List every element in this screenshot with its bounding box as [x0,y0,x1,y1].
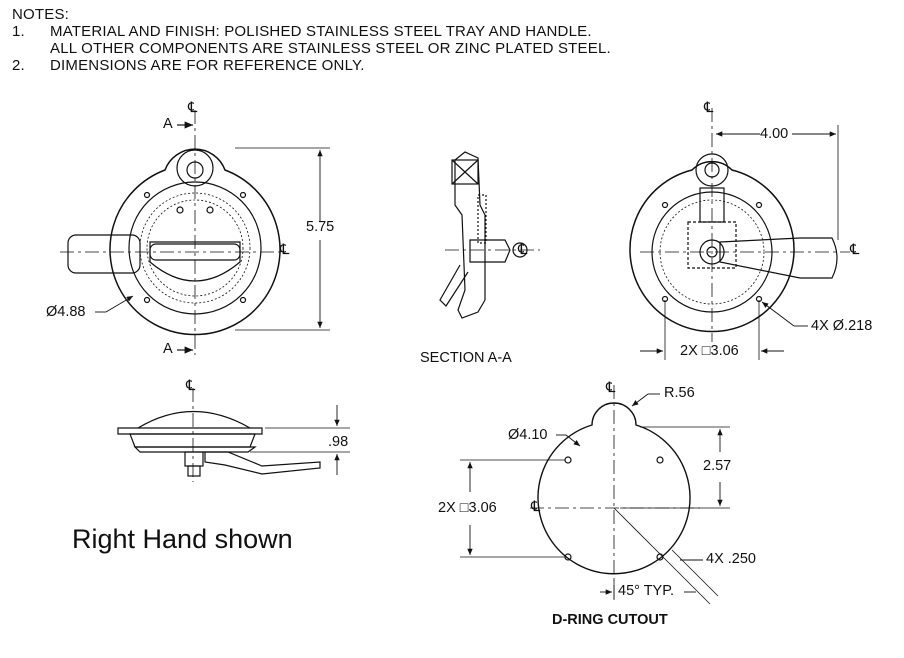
section-marker-top: A [163,116,173,132]
section-aa-label: SECTION A-A [420,350,512,366]
note-1-line-1: 1.MATERIAL AND FINISH: POLISHED STAINLES… [12,23,592,40]
rear-centerline-label: ℄ [704,100,714,116]
cutout-title: D-RING CUTOUT [552,612,668,628]
section-centerline-label: ℄ [518,242,528,258]
cutout-radius-dimension: R.56 [664,385,695,401]
side-centerline-label: ℄ [186,378,196,394]
cutout-h-centerline-label: ℄ [531,499,541,515]
section-marker-bottom: A [163,341,173,357]
rear-holes-dimension: 4X Ø.218 [811,318,873,334]
front-h-centerline-label: ℄ [280,242,290,258]
side-view [117,388,350,482]
cutout-offset-dimension: 2.57 [703,458,732,474]
d-ring-cutout-view [460,385,730,605]
side-depth-dimension: .98 [328,434,349,450]
note-2-line-1: 2.DIMENSIONS ARE FOR REFERENCE ONLY. [12,57,365,74]
front-diameter-dimension: Ø4.88 [46,304,86,320]
right-hand-caption: Right Hand shown [72,524,293,554]
cutout-centerline-label: ℄ [606,380,616,396]
notes-header: NOTES: [12,6,70,23]
notes-block: NOTES: 1.MATERIAL AND FINISH: POLISHED S… [12,6,611,74]
rear-width-dimension: 4.00 [760,126,789,142]
front-centerline-label: ℄ [188,100,198,116]
section-view [439,151,540,319]
rear-h-centerline-label: ℄ [850,242,860,258]
rear-square-dimension: 2X □3.06 [680,343,739,359]
cutout-angle-dimension: 45° TYP. [618,583,675,599]
front-height-dimension: 5.75 [306,219,335,235]
rear-view [629,108,850,360]
front-view [60,110,330,355]
cutout-diameter-dimension: Ø4.10 [508,427,548,443]
note-1-line-2: ALL OTHER COMPONENTS ARE STAINLESS STEEL… [50,40,611,57]
cutout-square-dimension: 2X □3.06 [438,500,497,516]
cutout-holes-dimension: 4X .250 [706,551,756,567]
